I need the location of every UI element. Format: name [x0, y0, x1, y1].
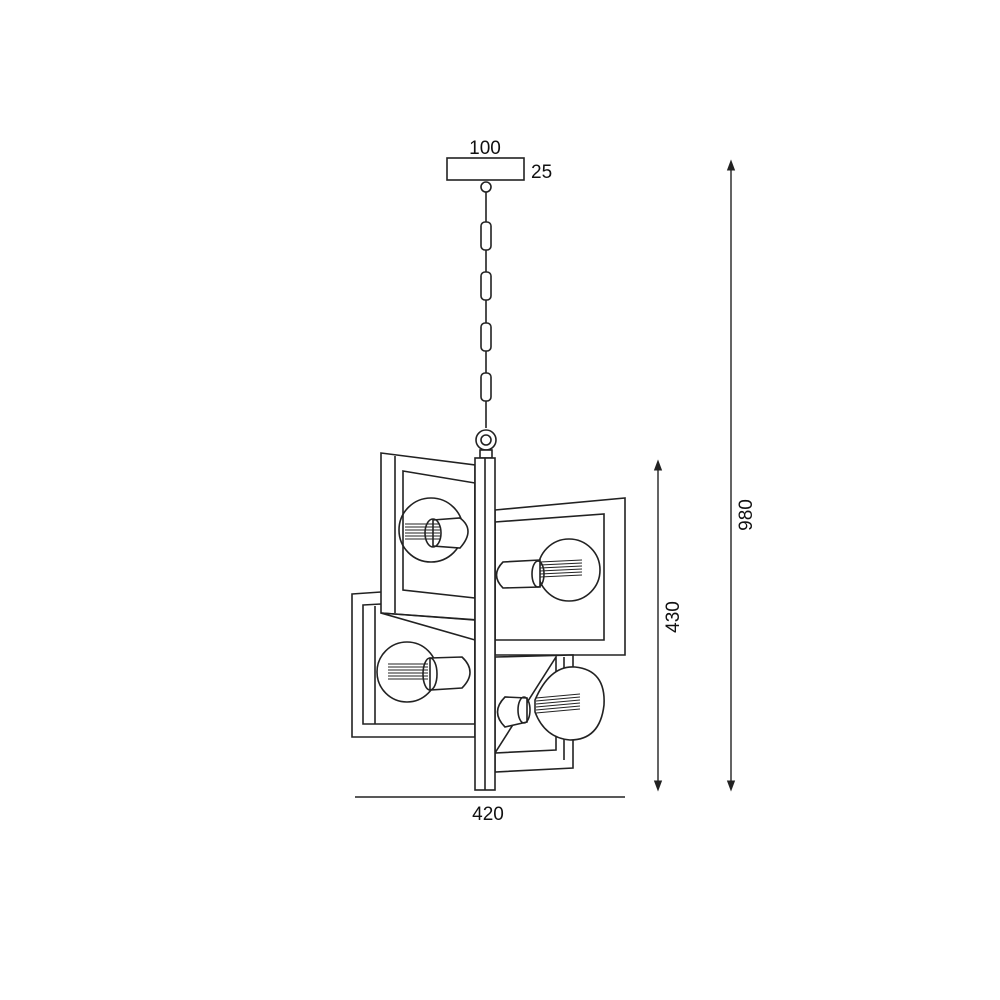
bulb-bottom-right: [496, 666, 605, 741]
bulb-bottom-left: [376, 641, 471, 703]
chain: [475, 181, 497, 459]
canopy-height-label: 25: [531, 162, 552, 183]
bulb-top-left: [398, 497, 469, 563]
dimension-body-height: 430: [653, 459, 684, 792]
svg-text:980: 980: [736, 499, 757, 531]
bulb-top-right: [495, 538, 601, 602]
central-rod: [474, 457, 496, 791]
canopy-width-label: 100: [469, 138, 501, 159]
svg-text:420: 420: [472, 804, 504, 825]
dimension-body-width: 420: [355, 796, 625, 825]
svg-text:430: 430: [663, 601, 684, 633]
canopy: [446, 157, 525, 181]
dimension-total-height: 980: [726, 159, 757, 792]
